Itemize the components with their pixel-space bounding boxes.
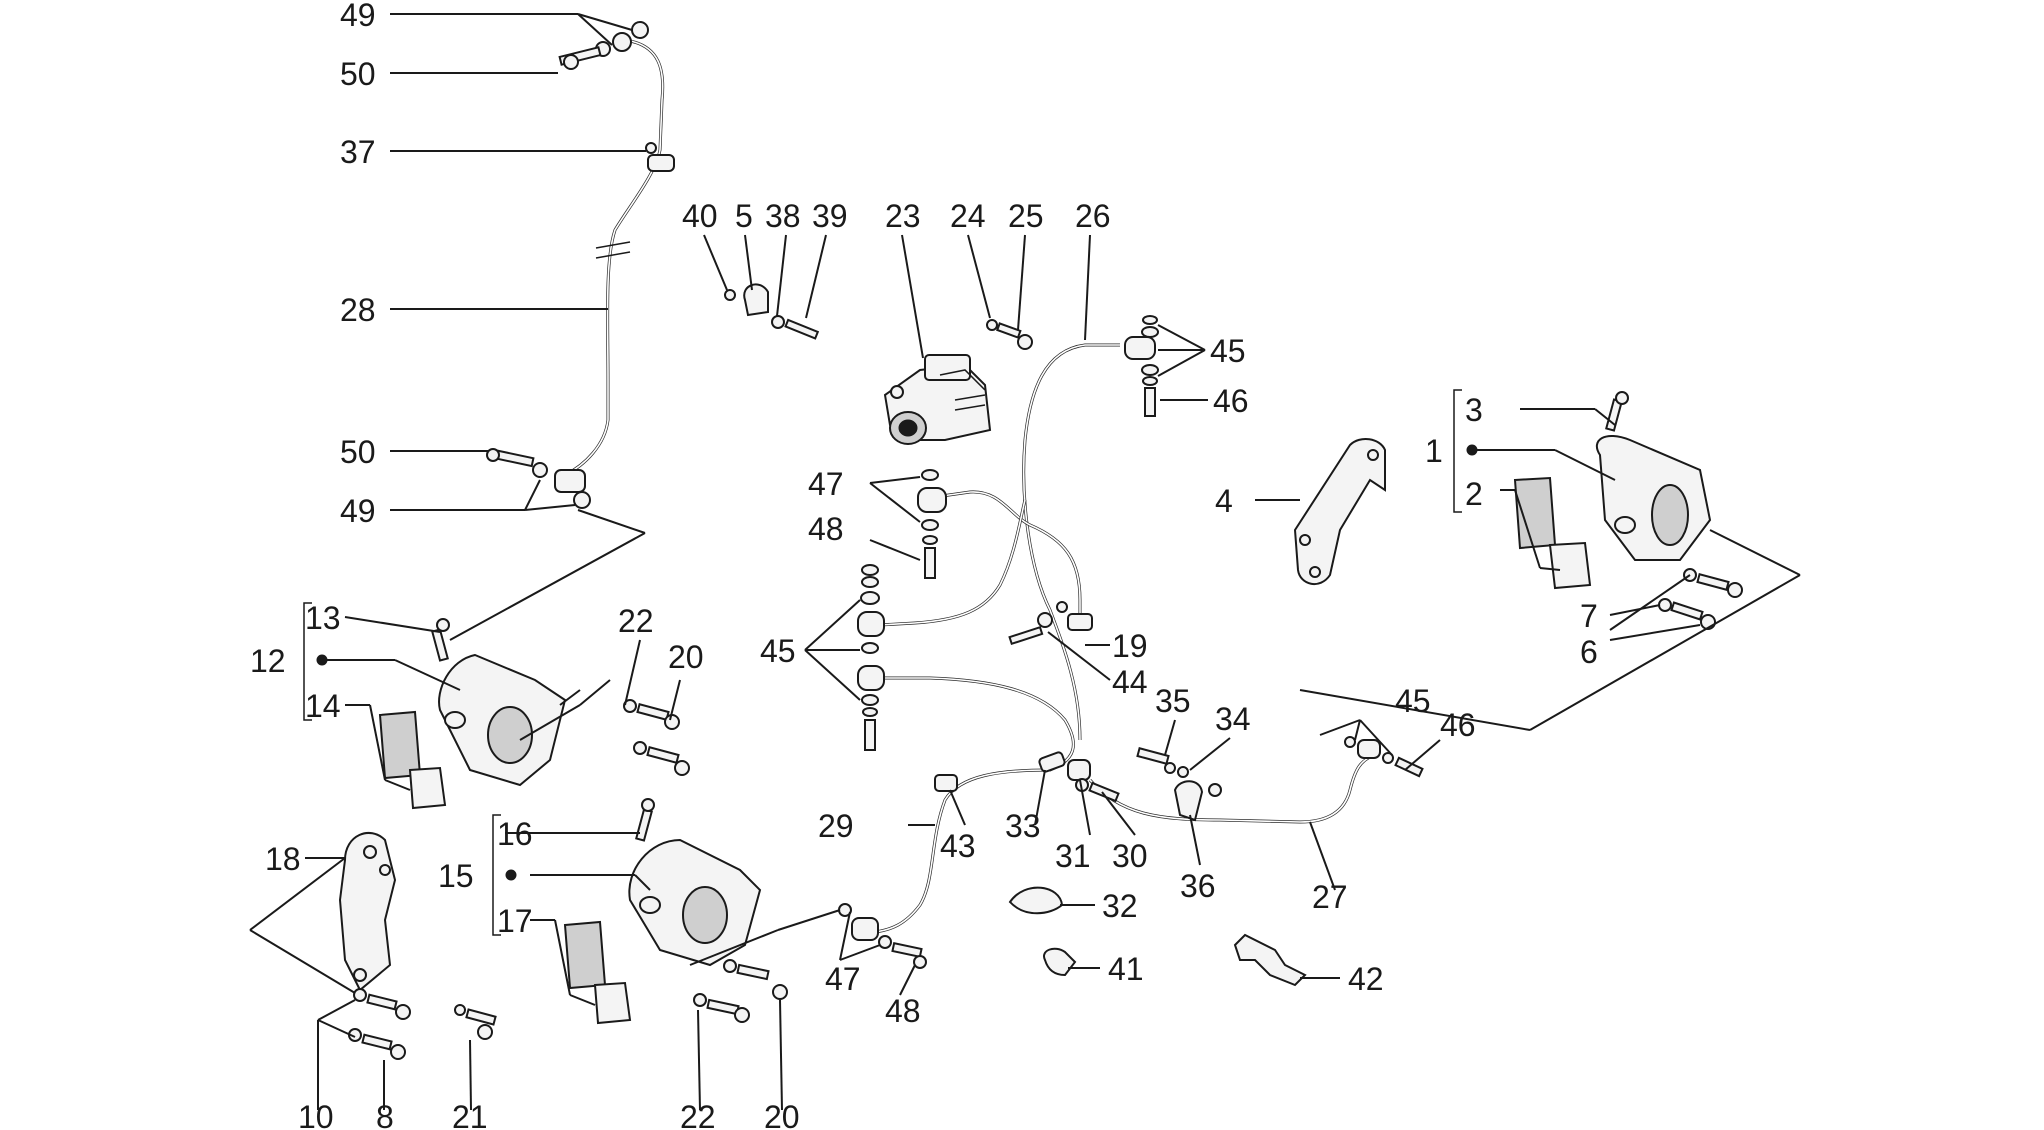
callout-50: 50 [340,434,376,470]
callout-37: 37 [340,134,376,170]
callout-39: 39 [812,198,848,234]
callout-3: 3 [1465,392,1483,428]
callout-20: 20 [764,1099,800,1130]
brake-pads-17 [563,920,632,1025]
callout-50: 50 [340,56,376,92]
line-27 [1088,753,1376,824]
callout-7: 7 [1580,598,1598,634]
banjo-45-stack [857,564,885,751]
callout-25: 25 [1008,198,1044,234]
callout-47: 47 [825,961,861,997]
callout-40: 40 [682,198,718,234]
callout-45: 45 [760,633,796,669]
clamp-19 [1056,601,1093,631]
callout-2: 2 [1465,476,1483,512]
callout-4: 4 [1215,483,1233,519]
callout-46: 46 [1213,383,1249,419]
callout-36: 36 [1180,868,1216,904]
callout-48: 48 [885,993,921,1029]
callout-49: 49 [340,0,376,33]
callout-5: 5 [735,198,753,234]
hose-28 [564,38,665,477]
callout-19: 19 [1112,628,1148,664]
parts [338,21,1743,1060]
bolt-44 [1008,612,1053,646]
callout-30: 30 [1112,838,1148,874]
callout-46: 46 [1440,707,1476,743]
bracket-4 [1293,438,1386,585]
callout-22: 22 [618,603,654,639]
callout-29: 29 [818,808,854,844]
clip-41 [1043,947,1077,977]
banjo-47-48 [917,469,947,579]
callout-47: 47 [808,466,844,502]
callout-8: 8 [376,1099,394,1130]
callout-49: 49 [340,493,376,529]
caliper-1-right [1595,391,1712,561]
bolts-6-7 [1658,568,1743,630]
callout-31: 31 [1055,838,1091,874]
bolts-20-22-upper [623,699,690,776]
callout-20: 20 [668,639,704,675]
callout-14: 14 [305,688,341,724]
bracket-18 [338,831,397,992]
bolt-24-25 [986,319,1033,350]
callout-41: 41 [1108,951,1144,987]
banjo-fitting-top [558,21,649,70]
callout-35: 35 [1155,683,1191,719]
banjo-47-48-lower [838,903,927,969]
callout-15: 15 [438,858,474,894]
callout-1: 1 [1425,433,1443,469]
callout-10: 10 [298,1099,334,1130]
callout-18: 18 [265,841,301,877]
callout-45: 45 [1210,333,1246,369]
callout-42: 42 [1348,961,1384,997]
caliper-12-left [431,618,567,787]
callout-48: 48 [808,511,844,547]
callout-44: 44 [1112,664,1148,700]
banjo-fitting-lower [486,448,591,509]
callout-27: 27 [1312,879,1348,915]
bracket-42 [1233,933,1307,987]
brake-pads-2 [1513,476,1592,590]
circlip-32 [1008,886,1064,915]
bracket-markers [303,389,1478,936]
callout-23: 23 [885,198,921,234]
callout-6: 6 [1580,634,1598,670]
brake-pads-14 [378,710,447,810]
bolts-20-22-lower [693,959,788,1023]
hose-clamp-37 [645,142,675,172]
callout-28: 28 [340,292,376,328]
callout-45: 45 [1395,683,1431,719]
abs-modulator-23 [883,354,992,445]
callout-16: 16 [497,816,533,852]
caliper-15-lower [628,798,762,967]
bolts-8-10-21 [348,988,497,1060]
callout-22: 22 [680,1099,716,1130]
banjo-45-46-top [1124,315,1159,417]
brake-lines [564,38,1376,934]
callout-43: 43 [940,828,976,864]
callout-12: 12 [250,643,286,679]
callout-38: 38 [765,198,801,234]
callout-32: 32 [1102,888,1138,924]
clamp-43 [934,774,958,792]
line-26 [1022,343,1120,741]
fittings-34-35-36 [1136,747,1222,822]
callout-labels: 49 50 37 28 50 49 40 5 38 39 23 24 25 26… [250,0,1598,1130]
callout-17: 17 [497,903,533,939]
callout-24: 24 [950,198,986,234]
callout-21: 21 [452,1099,488,1130]
callout-34: 34 [1215,701,1251,737]
bracket-5-group [724,283,820,340]
fittings-30-31-33 [1038,751,1120,803]
leader-lines [249,13,1801,1111]
callout-13: 13 [305,600,341,636]
callout-26: 26 [1075,198,1111,234]
callout-33: 33 [1005,808,1041,844]
